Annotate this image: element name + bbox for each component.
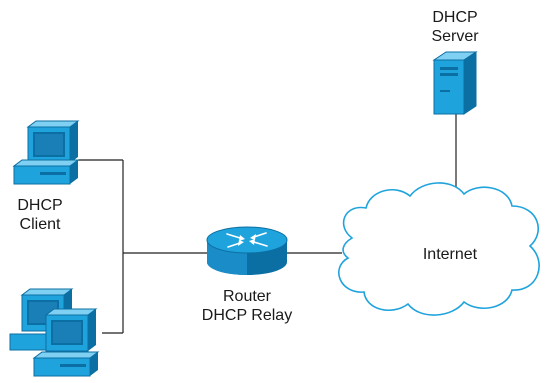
desktop-computer-icon xyxy=(12,120,80,185)
server-tower-icon xyxy=(432,51,478,115)
dhcp-server-label-line2: Server xyxy=(431,28,479,45)
internet-label-text: Internet xyxy=(422,246,478,263)
router-label-line1: Router xyxy=(222,288,272,305)
connection-lines xyxy=(78,112,457,334)
dhcp-client-label: DHCP Client xyxy=(8,196,72,234)
dhcp-server-label: DHCP Server xyxy=(418,8,492,46)
dhcp-server-label-line1: DHCP xyxy=(432,9,478,26)
router-label: Router DHCP Relay xyxy=(187,287,307,325)
router-icon xyxy=(206,226,288,275)
internet-label: Internet xyxy=(410,245,490,264)
dhcp-client-label-line1: DHCP xyxy=(17,197,63,214)
dhcp-client-label-line2: Client xyxy=(19,216,61,233)
router-label-line2: DHCP Relay xyxy=(201,307,293,324)
multiple-computers-icon xyxy=(9,288,100,377)
cloud-icon xyxy=(338,182,540,316)
